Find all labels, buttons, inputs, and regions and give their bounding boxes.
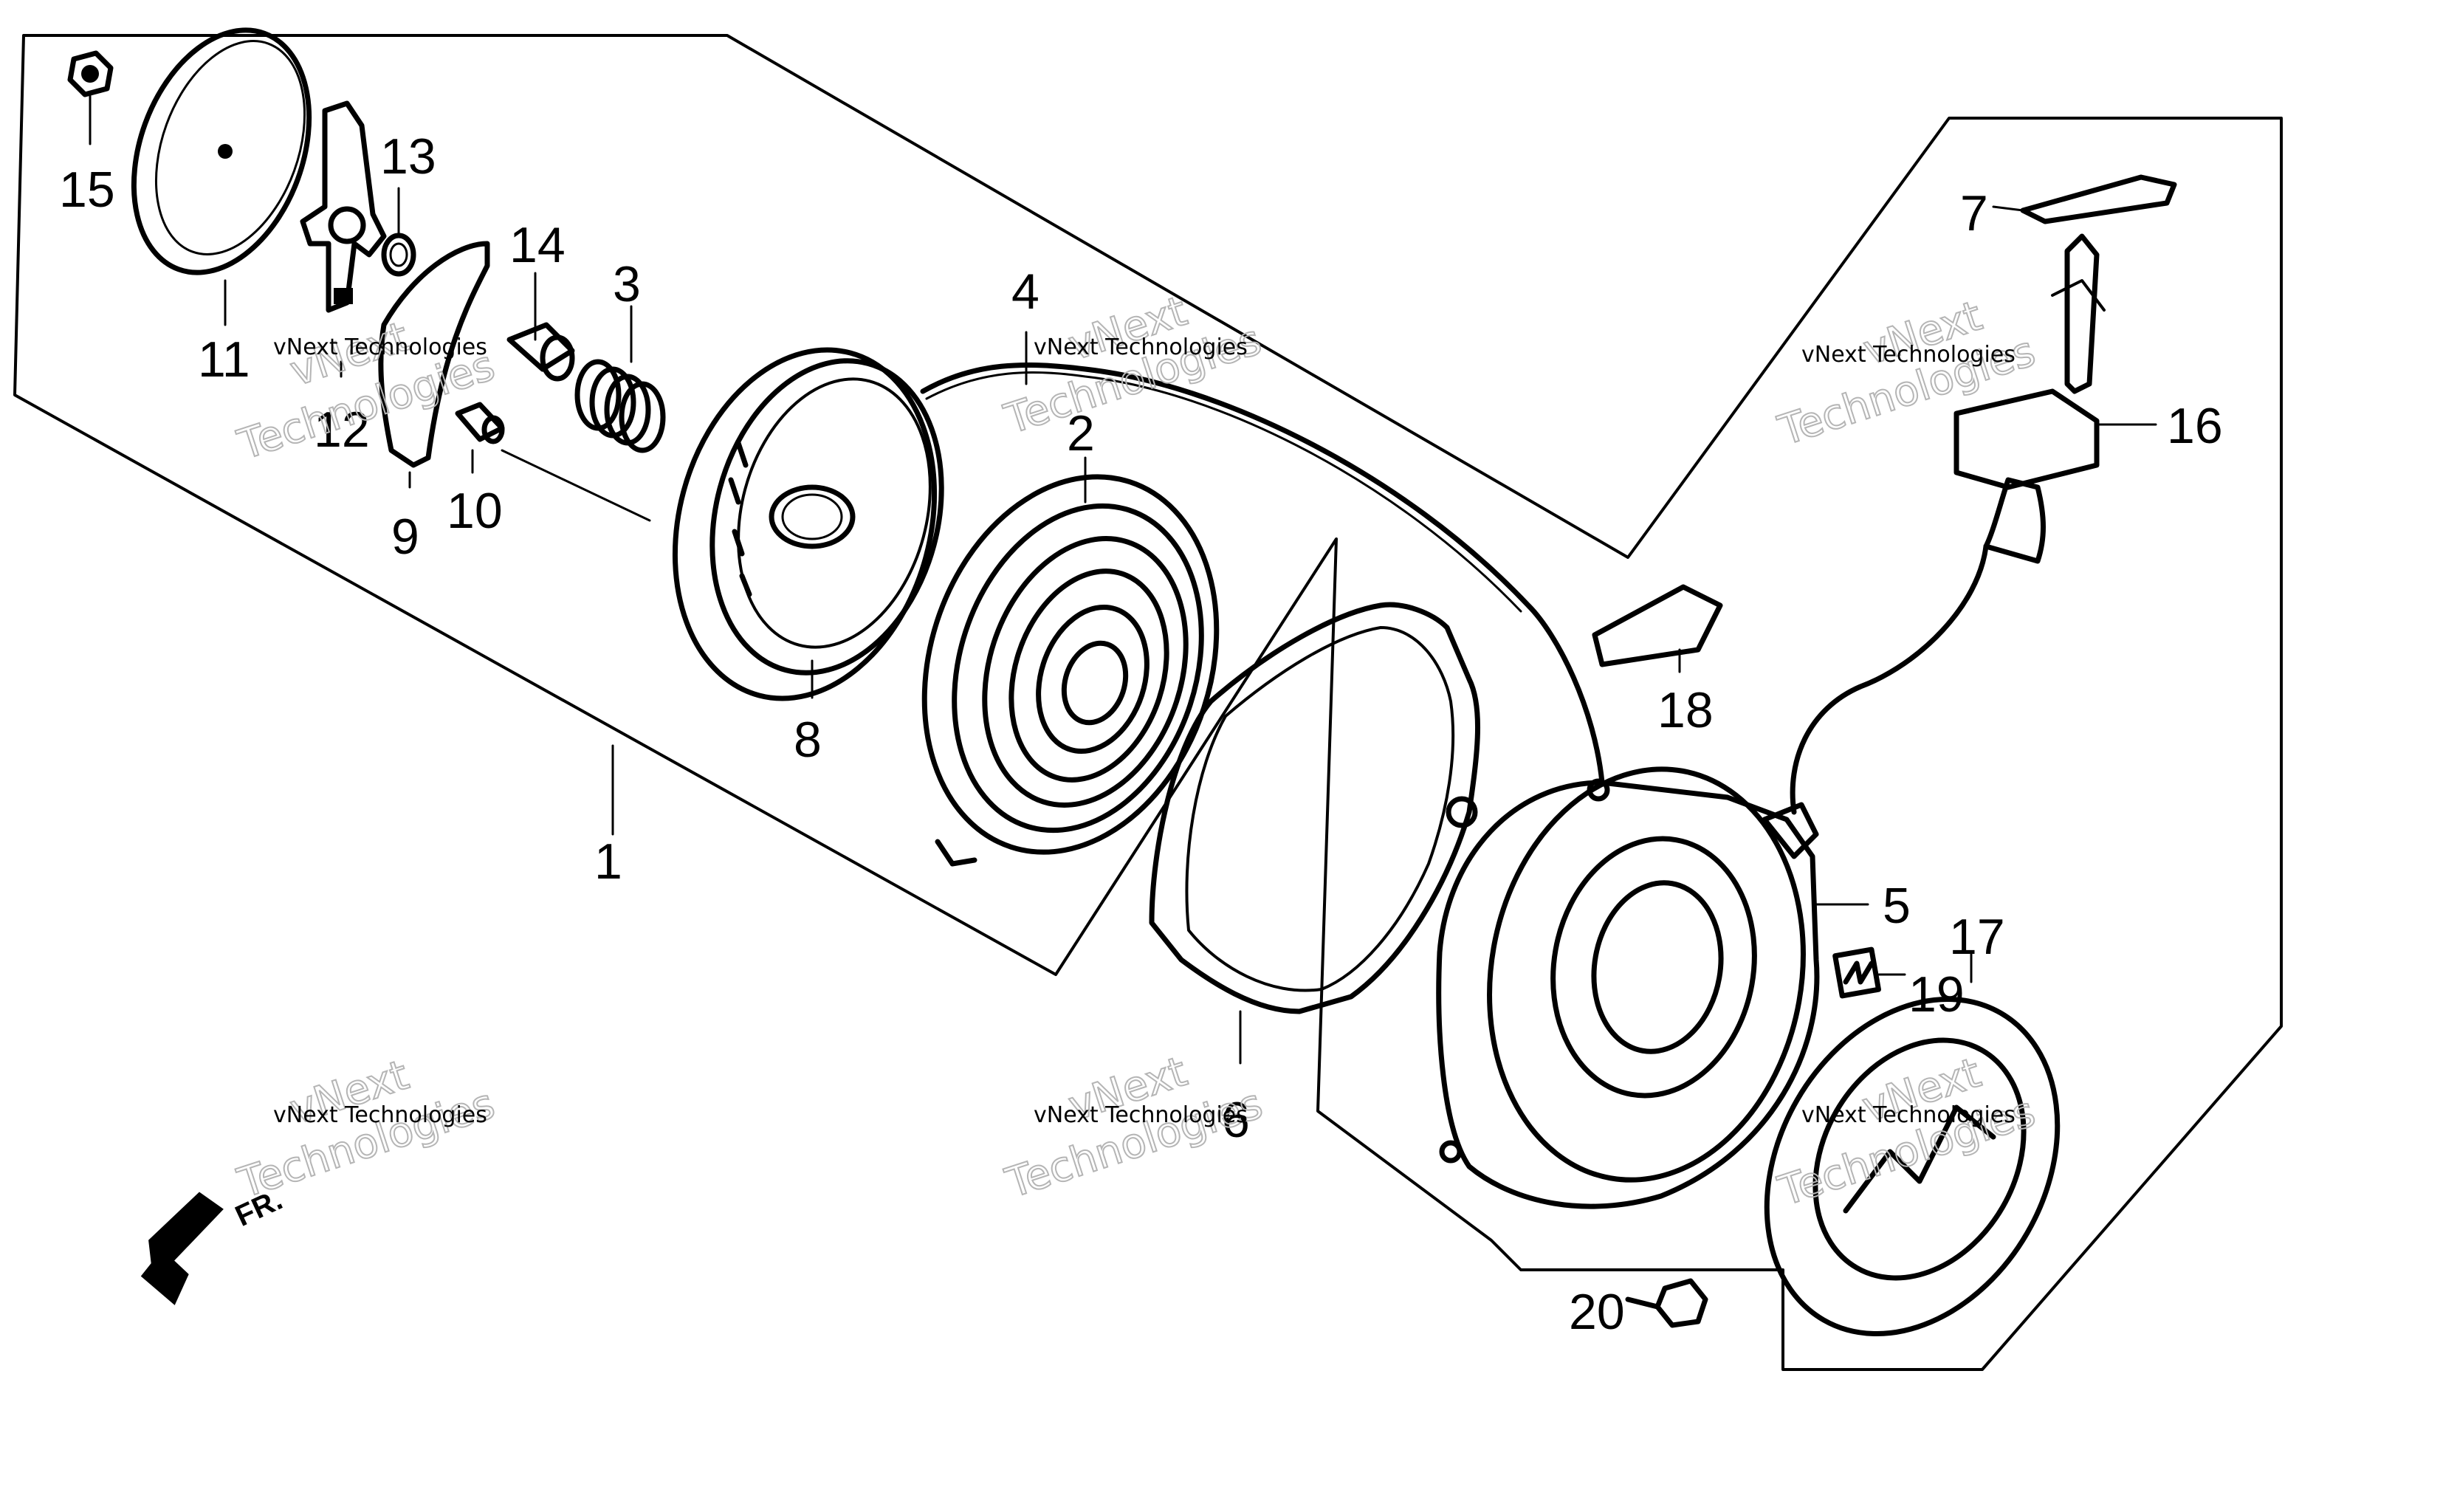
callout-20: 20 bbox=[1569, 1284, 1625, 1340]
part-16-starter-grip bbox=[1790, 233, 2157, 815]
callout-10: 10 bbox=[447, 483, 503, 539]
svg-text:vNext Technologies: vNext Technologies bbox=[1801, 342, 2016, 368]
callout-4: 4 bbox=[1011, 264, 1040, 320]
part-14-collar bbox=[506, 322, 575, 382]
callout-8: 8 bbox=[794, 712, 822, 768]
callout-labels: 1 2 3 4 5 6 7 8 9 10 11 12 13 14 15 16 1… bbox=[59, 128, 2223, 1340]
part-13-washer bbox=[381, 233, 416, 277]
callout-13: 13 bbox=[380, 128, 436, 185]
callout-11: 11 bbox=[198, 331, 250, 388]
part-8-reel bbox=[672, 347, 944, 701]
part-20-bolt bbox=[1625, 1278, 1708, 1328]
svg-text:vNext Technologies: vNext Technologies bbox=[1034, 334, 1248, 360]
watermark-top-right: vNext Technologies vNext Technologies bbox=[1772, 291, 2041, 456]
part-17-cover-plate bbox=[1764, 951, 2061, 1336]
svg-text:vNext Technologies: vNext Technologies bbox=[273, 334, 487, 360]
callout-3: 3 bbox=[613, 256, 641, 312]
assembly-outline-1 bbox=[13, 34, 2283, 1371]
watermark-bottom-center: vNext Technologies vNext Technologies bbox=[1000, 1047, 1269, 1209]
callout-14: 14 bbox=[509, 217, 566, 273]
callout-15: 15 bbox=[59, 162, 115, 218]
watermark-bottom-left: vNext Technologies vNext Technologies bbox=[232, 1051, 501, 1209]
part-3-spring bbox=[574, 359, 666, 453]
part-7-tag bbox=[1992, 174, 2177, 224]
callout-6: 6 bbox=[1222, 1092, 1250, 1148]
svg-text:vNext Technologies: vNext Technologies bbox=[1801, 1102, 2016, 1128]
part-5-starter-case bbox=[1436, 766, 1869, 1209]
callout-9: 9 bbox=[391, 509, 419, 565]
callout-5: 5 bbox=[1883, 878, 1911, 934]
part-18-label-sticker bbox=[1592, 584, 1723, 673]
part-12-ratchet bbox=[300, 100, 387, 313]
part-6-gasket bbox=[1149, 602, 1481, 1014]
svg-text:vNext Technologies: vNext Technologies bbox=[1034, 1102, 1248, 1128]
callout-12: 12 bbox=[314, 402, 370, 458]
svg-text:vNext Technologies: vNext Technologies bbox=[273, 1102, 487, 1128]
part-11-plate bbox=[131, 27, 312, 275]
leader-lines bbox=[89, 94, 1242, 1065]
callout-18: 18 bbox=[1657, 682, 1714, 738]
part-4-rope bbox=[920, 362, 1605, 786]
callout-2: 2 bbox=[1067, 405, 1095, 461]
callout-17: 17 bbox=[1949, 909, 2005, 965]
callout-7: 7 bbox=[1960, 185, 1988, 241]
part-9-guide bbox=[378, 241, 490, 468]
part-15-nut bbox=[67, 50, 114, 97]
callout-19: 19 bbox=[1908, 966, 1965, 1023]
callout-1: 1 bbox=[594, 834, 622, 890]
part-10-pin bbox=[455, 402, 651, 522]
part-19-emblem bbox=[1832, 946, 1906, 999]
callout-16: 16 bbox=[2167, 398, 2223, 454]
